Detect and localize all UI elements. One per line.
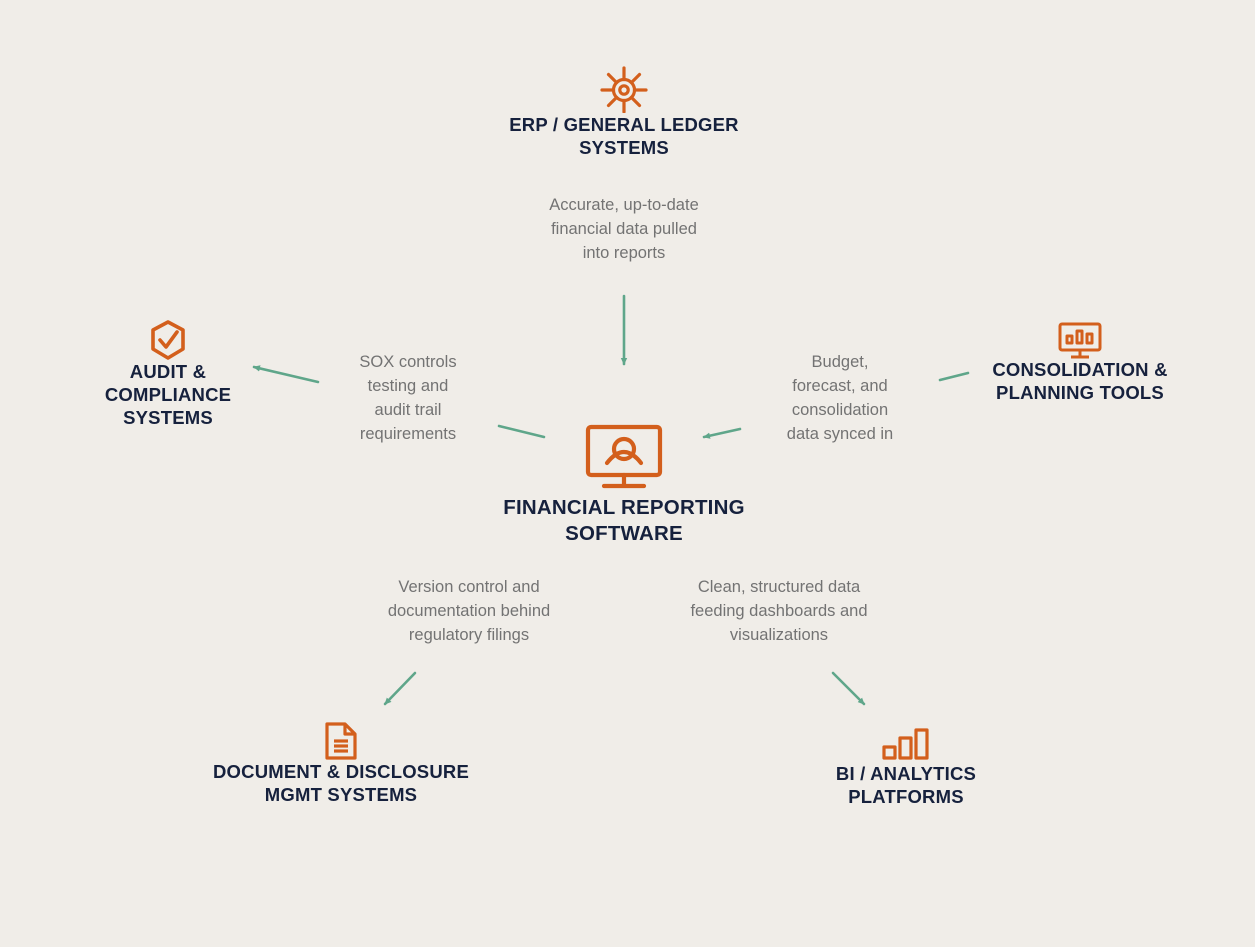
edge-label-document: Version control and documentation behind…	[387, 578, 551, 644]
node-bi-label: BI / ANALYTICS PLATFORMS	[835, 763, 977, 807]
arrow-center-to-bi	[831, 671, 866, 706]
arrow-center-to-document	[383, 671, 417, 706]
arrow-consolidation-segment	[938, 371, 970, 382]
node-consolidation-label: CONSOLIDATION & PLANNING TOOLS	[992, 359, 1168, 403]
bar-chart-icon	[882, 728, 929, 760]
presentation-chart-icon	[1058, 322, 1102, 359]
node-consolidation: CONSOLIDATION & PLANNING TOOLS	[960, 321, 1200, 404]
node-erp-label: ERP / GENERAL LEDGER SYSTEMS	[509, 114, 739, 158]
gear-icon	[600, 66, 648, 113]
monitor-icon	[585, 424, 663, 489]
edge-label-erp: Accurate, up-to-date financial data pull…	[549, 196, 699, 262]
node-document: DOCUMENT & DISCLOSURE MGMT SYSTEMS	[196, 721, 486, 806]
node-audit-label: AUDIT & COMPLIANCE SYSTEMS	[104, 361, 232, 428]
arrow-consolidation-to-center	[702, 427, 742, 439]
arrow-center-segment-audit	[497, 424, 546, 439]
node-audit: AUDIT & COMPLIANCE SYSTEMS	[68, 319, 268, 429]
document-icon	[325, 722, 357, 760]
node-financial-reporting-label: FINANCIAL REPORTING SOFTWARE	[503, 496, 745, 545]
node-document-label: DOCUMENT & DISCLOSURE MGMT SYSTEMS	[212, 761, 469, 805]
arrow-center-to-audit	[252, 365, 320, 384]
edge-label-audit: SOX controls testing and audit trail req…	[359, 353, 457, 443]
node-erp: ERP / GENERAL LEDGER SYSTEMS	[494, 65, 754, 159]
shield-check-icon	[151, 320, 185, 360]
edge-label-bi: Clean, structured data feeding dashboard…	[690, 578, 868, 644]
node-financial-reporting: FINANCIAL REPORTING SOFTWARE	[474, 423, 774, 547]
edge-label-consolidation: Budget, forecast, and consolidation data…	[786, 353, 894, 443]
node-bi: BI / ANALYTICS PLATFORMS	[786, 727, 1026, 808]
